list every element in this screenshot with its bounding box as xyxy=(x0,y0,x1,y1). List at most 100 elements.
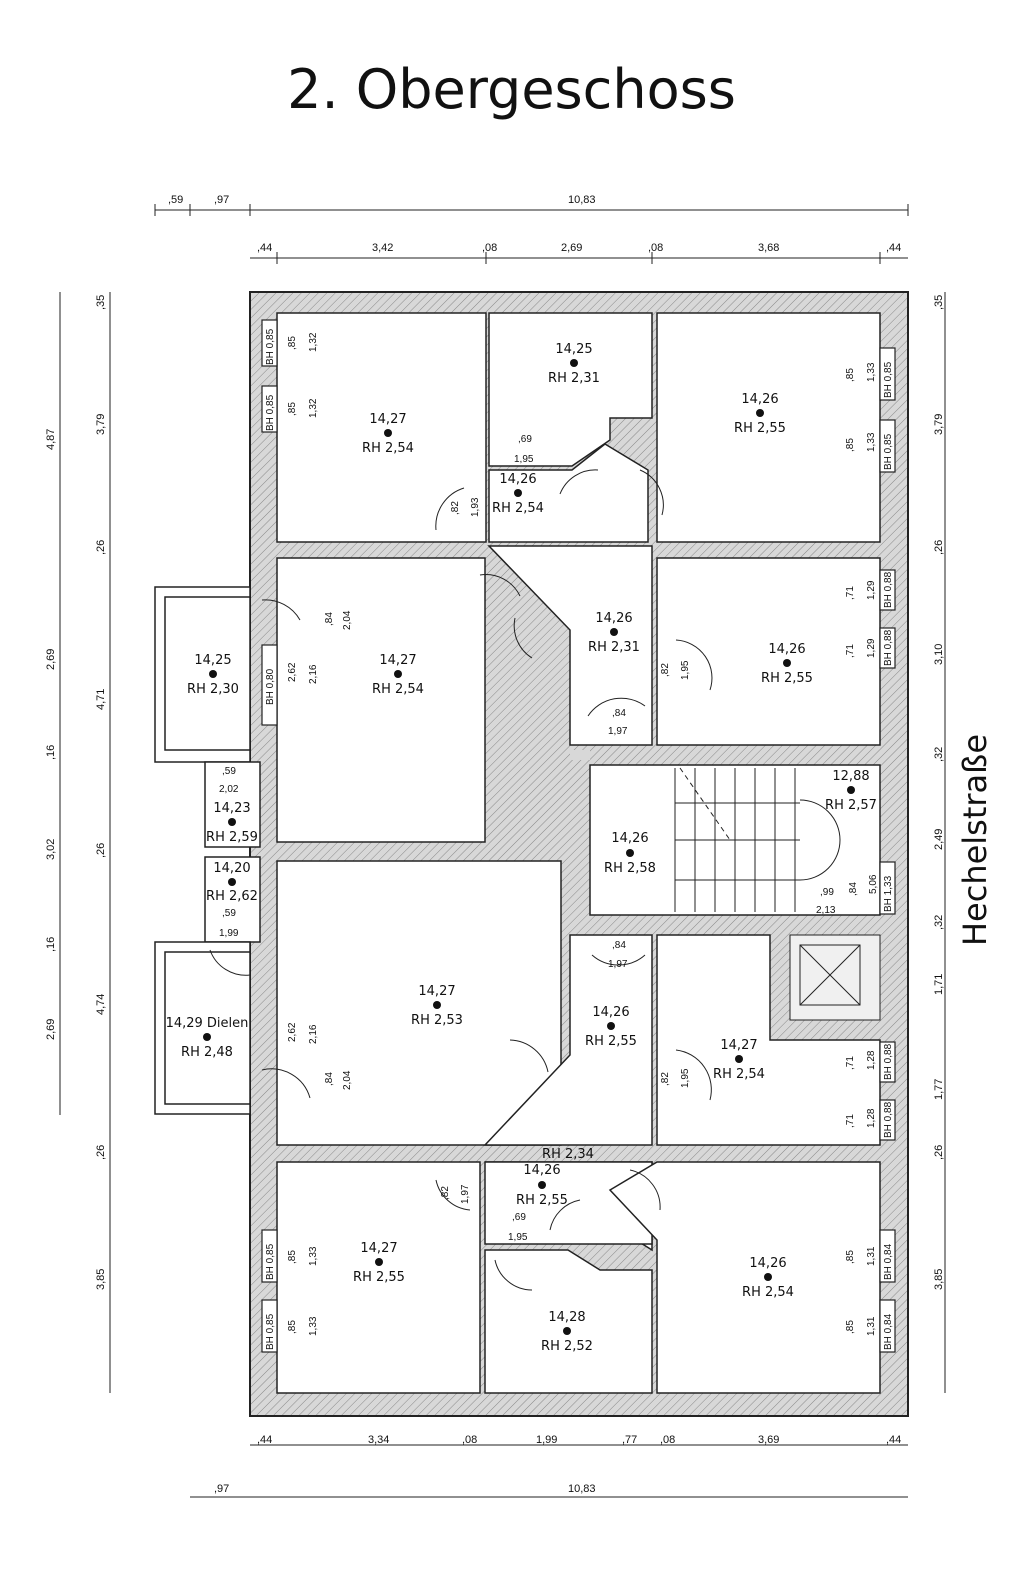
svg-text:1,33: 1,33 xyxy=(866,362,877,382)
svg-text:2,04: 2,04 xyxy=(342,1070,353,1090)
svg-text:BH 0,85: BH 0,85 xyxy=(265,394,276,431)
svg-text:1,33: 1,33 xyxy=(308,1246,319,1266)
svg-text:,82: ,82 xyxy=(450,501,461,515)
svg-text:1,28: 1,28 xyxy=(866,1050,877,1070)
svg-text:14,27: 14,27 xyxy=(720,1038,757,1053)
staircase xyxy=(674,767,841,912)
svg-text:3,42: 3,42 xyxy=(372,242,393,254)
svg-text:,26: ,26 xyxy=(933,1145,945,1160)
svg-text:1,97: 1,97 xyxy=(608,959,628,970)
svg-text:1,93: 1,93 xyxy=(470,497,481,517)
svg-text:,84: ,84 xyxy=(612,708,626,719)
svg-text:,82: ,82 xyxy=(660,663,671,677)
svg-text:BH 0,84: BH 0,84 xyxy=(883,1313,894,1350)
svg-text:,84: ,84 xyxy=(848,882,859,896)
svg-text:,26: ,26 xyxy=(933,540,945,555)
svg-text:,35: ,35 xyxy=(933,295,945,310)
svg-text:2,16: 2,16 xyxy=(308,1024,319,1044)
dim-texts-bottom: ,44 3,34 ,08 1,99 ,77 ,08 3,69 ,44 ,97 1… xyxy=(214,1434,901,1495)
dim-texts-right: ,35 3,79 ,26 3,10 ,32 2,49 ,32 1,71 1,77… xyxy=(933,295,945,1290)
svg-text:RH 2,54: RH 2,54 xyxy=(492,501,544,516)
svg-text:,99: ,99 xyxy=(820,887,834,898)
svg-text:,26: ,26 xyxy=(95,540,107,555)
svg-text:2,69: 2,69 xyxy=(45,649,57,670)
svg-text:RH 2,30: RH 2,30 xyxy=(187,682,239,697)
svg-text:,85: ,85 xyxy=(287,1250,298,1264)
height-markers xyxy=(203,359,855,1335)
svg-text:1,32: 1,32 xyxy=(308,332,319,352)
page-title: 2. Obergeschoss xyxy=(287,58,736,121)
svg-text:14,26: 14,26 xyxy=(523,1163,560,1178)
svg-text:1,29: 1,29 xyxy=(866,638,877,658)
svg-text:RH 2,55: RH 2,55 xyxy=(761,671,813,686)
room-labels: 14,27 RH 2,54 14,25 RH 2,31 14,26 RH 2,5… xyxy=(166,342,877,1354)
svg-text:,26: ,26 xyxy=(95,843,107,858)
svg-text:4,74: 4,74 xyxy=(95,994,107,1015)
svg-text:,59: ,59 xyxy=(222,908,236,919)
svg-text:BH 0,88: BH 0,88 xyxy=(883,571,894,608)
svg-text:3,34: 3,34 xyxy=(368,1434,389,1446)
svg-text:,69: ,69 xyxy=(518,434,532,445)
svg-text:,85: ,85 xyxy=(845,1320,856,1334)
svg-text:14,25: 14,25 xyxy=(555,342,592,357)
svg-text:,84: ,84 xyxy=(324,612,335,626)
svg-text:RH 2,54: RH 2,54 xyxy=(713,1067,765,1082)
svg-text:,85: ,85 xyxy=(287,402,298,416)
svg-text:BH 0,84: BH 0,84 xyxy=(883,1243,894,1280)
svg-text:3,79: 3,79 xyxy=(95,414,107,435)
svg-text:RH 2,34: RH 2,34 xyxy=(542,1147,594,1162)
svg-text:5,06: 5,06 xyxy=(868,874,879,894)
svg-text:2,16: 2,16 xyxy=(308,664,319,684)
svg-text:,85: ,85 xyxy=(845,1250,856,1264)
svg-text:1,28: 1,28 xyxy=(866,1108,877,1128)
svg-text:2,69: 2,69 xyxy=(45,1019,57,1040)
svg-text:,35: ,35 xyxy=(95,295,107,310)
svg-text:12,88: 12,88 xyxy=(832,769,869,784)
svg-text:14,29 Dielen: 14,29 Dielen xyxy=(166,1016,249,1031)
svg-text:1,95: 1,95 xyxy=(508,1232,528,1243)
svg-text:,97: ,97 xyxy=(214,1483,229,1495)
svg-text:2,02: 2,02 xyxy=(219,784,239,795)
svg-text:14,27: 14,27 xyxy=(418,984,455,999)
svg-text:3,79: 3,79 xyxy=(933,414,945,435)
svg-text:RH 2,58: RH 2,58 xyxy=(604,861,656,876)
svg-text:BH 0,85: BH 0,85 xyxy=(265,328,276,365)
svg-text:14,28: 14,28 xyxy=(548,1310,585,1325)
svg-text:BH 0,80: BH 0,80 xyxy=(265,668,276,705)
svg-text:BH 0,85: BH 0,85 xyxy=(265,1243,276,1280)
svg-text:3,68: 3,68 xyxy=(758,242,779,254)
svg-text:2,13: 2,13 xyxy=(816,905,836,916)
svg-text:1,71: 1,71 xyxy=(933,974,945,995)
door-swings xyxy=(209,469,713,1291)
svg-text:RH 2,55: RH 2,55 xyxy=(734,421,786,436)
svg-text:,82: ,82 xyxy=(660,1072,671,1086)
svg-text:3,02: 3,02 xyxy=(45,839,57,860)
svg-text:,84: ,84 xyxy=(612,940,626,951)
rooms xyxy=(276,312,881,1394)
svg-text:14,26: 14,26 xyxy=(741,392,778,407)
svg-text:14,23: 14,23 xyxy=(213,801,250,816)
svg-text:RH 2,54: RH 2,54 xyxy=(362,441,414,456)
svg-text:14,26: 14,26 xyxy=(611,831,648,846)
svg-text:,82: ,82 xyxy=(440,1186,451,1200)
svg-text:14,27: 14,27 xyxy=(360,1241,397,1256)
svg-text:,85: ,85 xyxy=(845,438,856,452)
svg-text:1,29: 1,29 xyxy=(866,580,877,600)
svg-text:RH 2,55: RH 2,55 xyxy=(585,1034,637,1049)
svg-text:1,95: 1,95 xyxy=(680,1068,691,1088)
svg-text:RH 2,54: RH 2,54 xyxy=(372,682,424,697)
svg-text:,59: ,59 xyxy=(168,194,183,206)
svg-text:,08: ,08 xyxy=(660,1434,675,1446)
svg-text:,32: ,32 xyxy=(933,915,945,930)
svg-text:1,95: 1,95 xyxy=(514,454,534,465)
svg-text:RH 2,48: RH 2,48 xyxy=(181,1045,233,1060)
svg-text:14,20: 14,20 xyxy=(213,861,250,876)
svg-text:BH 0,85: BH 0,85 xyxy=(265,1313,276,1350)
svg-text:2,49: 2,49 xyxy=(933,829,945,850)
annex-rooms xyxy=(154,586,261,1115)
svg-text:14,26: 14,26 xyxy=(595,611,632,626)
elevator xyxy=(789,934,881,1021)
svg-text:1,99: 1,99 xyxy=(219,928,239,939)
window-labels: BH 0,85 BH 0,85 BH 0,80 BH 0,85 BH 0,85 … xyxy=(265,328,894,1350)
